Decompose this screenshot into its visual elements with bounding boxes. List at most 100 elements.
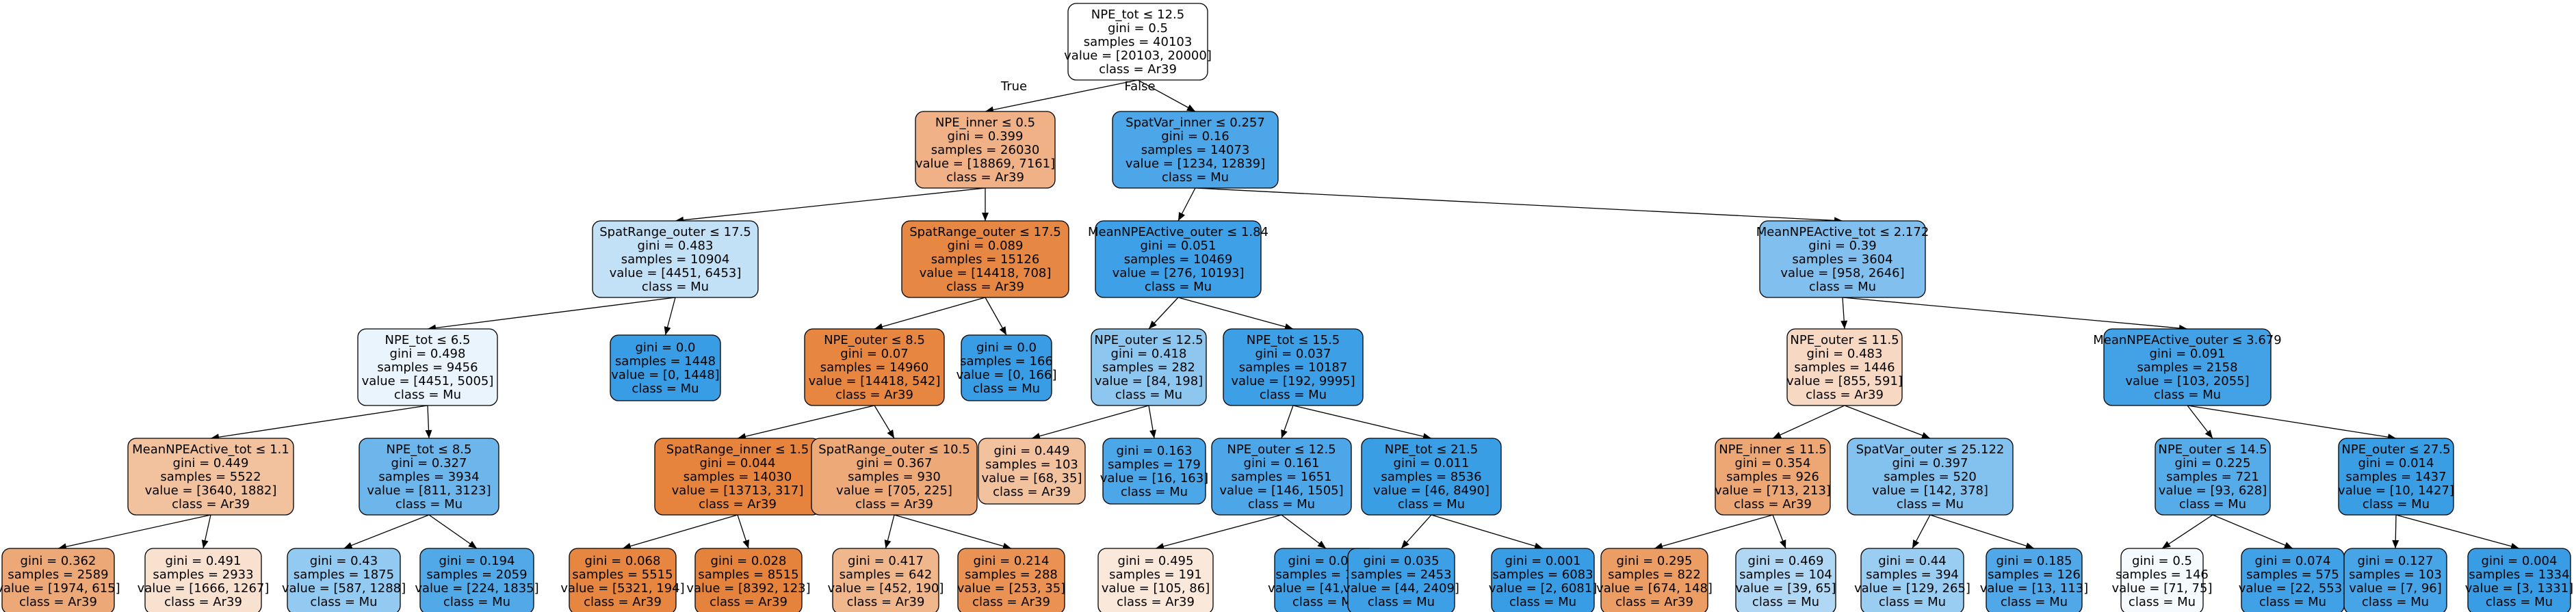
node-box [1847,438,2014,516]
node-line: samples = 15126 [931,252,1040,267]
node-line: gini = 0.295 [1617,554,1693,568]
node-line: samples = 40103 [1084,35,1193,49]
node-line: value = [46, 8490] [1373,483,1489,498]
node-line: samples = 10187 [1239,360,1348,375]
node-box [1786,328,1903,406]
node-line: class = Mu [2179,497,2246,511]
node-line: samples = 930 [848,470,941,484]
edge-arrowhead [1281,429,1288,438]
node-line: gini = 0.055 [1288,554,1364,568]
node-line: class = Mu [1809,280,1876,294]
node-line: samples = 126 [1988,568,2081,582]
node-line: MeanNPEActive_tot ≤ 1.1 [132,442,289,457]
node-line: value = [71, 75] [2112,581,2213,596]
nodes-layer: NPE_tot ≤ 12.5 gini = 0.5 samples = 40103 v… [0,3,2573,612]
node-line: class = Mu [1509,595,1576,609]
node-line: gini = 0.449 [994,444,1070,458]
node-line: NPE_tot ≤ 6.5 [385,333,471,347]
node-box [1491,548,1595,612]
node-line: gini = 0.068 [585,554,661,568]
node-line: gini = 0.194 [439,554,515,568]
edge-arrowhead [1032,432,1041,440]
edge-arrowhead [2204,429,2213,438]
node-box [144,548,262,612]
node-line: samples = 166 [960,354,1053,369]
node-box [2103,328,2272,406]
edge-n0-n1 [985,79,1139,112]
node-line: value = [3, 1331] [2465,581,2573,596]
edge-arrowhead [1840,320,1848,329]
node-line: value = [105, 86] [1102,581,1210,596]
node-line: value = [958, 2646] [1780,266,1904,280]
edge-n3-n4 [210,405,428,439]
node-line: value = [22, 553] [2239,581,2347,596]
node-line: NPE_inner ≤ 0.5 [935,116,1035,130]
node-box [1735,548,1836,612]
node-line: gini = 0.011 [1394,456,1470,470]
node-line: samples = 1334 [2469,568,2569,582]
edge-arrowhead [982,213,989,221]
node-line: gini = 0.367 [857,456,933,470]
node-box [961,334,1052,401]
node-box [569,548,677,612]
node-line: value = [855, 591] [1786,374,1903,388]
node-line: gini = 0.0 [976,341,1037,355]
node-box [1986,548,2083,612]
edge-n29-n31 [1431,514,1544,549]
node-line: gini = 0.327 [391,456,467,470]
node-line: gini = 0.5 [2132,554,2192,568]
node-box [1091,328,1207,406]
node-line: class = Mu [310,595,377,609]
node-line: SpatVar_inner ≤ 0.257 [1126,116,1265,130]
node-line: gini = 0.127 [2358,554,2434,568]
node-box [978,438,1086,505]
edge-arrowhead [1773,431,1782,438]
branch-label-false: False [1124,79,1155,94]
node-line: MeanNPEActive_tot ≤ 2.172 [1756,225,1929,239]
node-line: samples = 103 [985,457,1078,472]
node-line: NPE_outer ≤ 8.5 [824,333,925,347]
node-line: class = Mu [1162,170,1229,185]
node-box [1067,3,1208,81]
node-line: samples = 1448 [615,354,716,369]
node-box [1860,548,1964,612]
edge-n21-n25 [1178,297,1294,330]
edges-layer [57,79,2520,550]
node-line: samples = 10904 [621,252,730,267]
node-box [1112,111,1279,189]
node-line: gini = 0.163 [1117,444,1193,458]
edge-n13-n14 [622,514,738,549]
node-box [2338,438,2454,516]
node-line: samples = 26030 [931,143,1040,157]
node-line: class = Ar39 [946,170,1024,185]
node-line: NPE_tot ≤ 12.5 [1091,8,1184,22]
node-line: samples = 14073 [1141,143,1250,157]
edge-arrowhead [343,542,353,549]
node-box [359,438,499,516]
node-line: samples = 288 [965,568,1058,582]
edge-n7-n8 [343,514,430,549]
node-line: gini = 0.417 [848,554,924,568]
node-line: class = Ar39 [172,497,250,511]
edge-n0-n20 [1137,79,1196,112]
edge-arrowhead [1401,540,1409,548]
node-line: SpatRange_outer ≤ 17.5 [909,225,1061,239]
node-line: value = [674, 148] [1596,581,1713,596]
node-line: samples = 1875 [294,568,394,582]
node-box [1211,438,1352,516]
